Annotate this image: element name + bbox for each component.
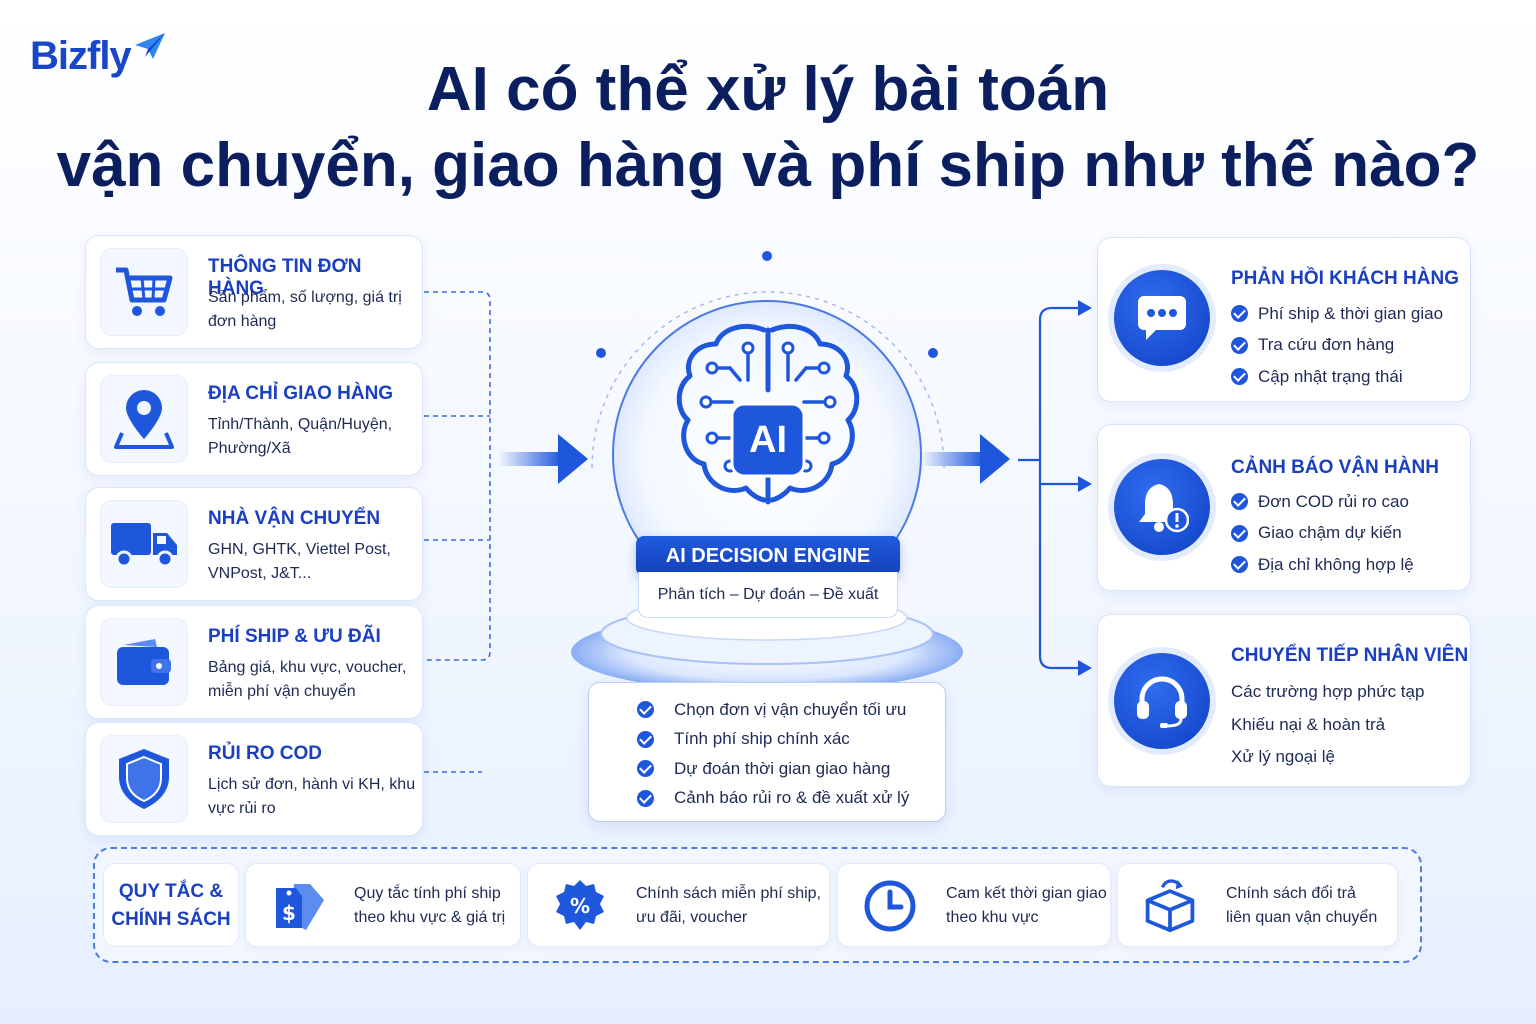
card-title: PHÍ SHIP & ƯU ĐÃI — [208, 626, 381, 647]
check-icon — [1231, 524, 1248, 542]
rule-item-returns[interactable]: Chính sách đổi trả liên quan vận chuyển — [1117, 863, 1398, 947]
rule-item-free-shipping[interactable]: % Chính sách miễn phí ship, ưu đãi, vouc… — [527, 863, 830, 947]
card-title: CHUYỂN TIẾP NHÂN VIÊN — [1231, 645, 1469, 666]
return-box-icon — [1142, 878, 1198, 934]
check-icon — [637, 789, 654, 807]
rule-text: Chính sách đổi trả liên quan vận chuyển — [1226, 885, 1378, 926]
title-line-1: AI có thể xử lý bài toán — [426, 55, 1110, 124]
output-card-staff-handoff[interactable]: CHUYỂN TIẾP NHÂN VIÊN Các trường hợp phứ… — [1097, 614, 1471, 787]
input-card-shipping-fees[interactable]: PHÍ SHIP & ƯU ĐÃI Bảng giá, khu vực, vou… — [85, 605, 423, 719]
location-pin-icon — [100, 375, 188, 463]
input-card-cod-risk[interactable]: RỦI RO COD Lịch sử đơn, hành vi KH, khu … — [85, 722, 423, 836]
check-icon — [1231, 305, 1248, 323]
list-item: Giao chậm dự kiến — [1231, 518, 1414, 550]
svg-text:$: $ — [282, 901, 296, 925]
card-description: Lịch sử đơn, hành vi KH, khu vực rủi ro — [208, 776, 416, 817]
rule-item-delivery-time[interactable]: Cam kết thời gian giao theo khu vực — [837, 863, 1111, 947]
card-list: Đơn COD rủi ro cao Giao chậm dự kiến Địa… — [1231, 486, 1414, 581]
card-title: RỦI RO COD — [208, 743, 322, 764]
price-tag-dollar-icon: $ — [270, 878, 326, 934]
list-item: Phí ship & thời gian giao — [1231, 298, 1443, 330]
svg-text:%: % — [570, 894, 590, 918]
bizfly-logo[interactable]: Bizfly — [30, 32, 167, 79]
check-icon — [637, 730, 654, 748]
title-line-2: vận chuyển, giao hàng và phí ship như th… — [56, 131, 1480, 200]
check-icon — [637, 760, 654, 778]
list-item: Tính phí ship chính xác — [637, 725, 945, 755]
card-title: CẢNH BÁO VẬN HÀNH — [1231, 457, 1439, 478]
rule-text: Cam kết thời gian giao theo khu vực — [946, 885, 1107, 926]
page-title: AI có thể xử lý bài toán vận chuyển, gia… — [0, 52, 1536, 204]
input-card-carriers[interactable]: NHÀ VẬN CHUYỂN GHN, GHTK, Viettel Post, … — [85, 487, 423, 601]
check-icon — [637, 701, 654, 719]
card-description: Tỉnh/Thành, Quận/Huyện, Phường/Xã — [208, 416, 393, 457]
input-card-order-info[interactable]: THÔNG TIN ĐƠN HÀNG Sản phẩm, số lượng, g… — [85, 235, 423, 349]
card-list: Phí ship & thời gian giao Tra cứu đơn hà… — [1231, 298, 1443, 393]
card-title: NHÀ VẬN CHUYỂN — [208, 508, 381, 529]
list-item: Các trường hợp phức tạp — [1231, 682, 1425, 702]
clock-icon — [862, 878, 918, 934]
card-description: GHN, GHTK, Viettel Post, VNPost, J&T... — [208, 541, 391, 582]
delivery-truck-icon — [100, 500, 188, 588]
rules-title: QUY TẮC & CHÍNH SÁCH — [103, 863, 239, 947]
engine-subtitle: Phân tích – Dự đoán – Đề xuất — [638, 572, 898, 618]
shopping-cart-icon — [100, 248, 188, 336]
ai-badge: AI — [749, 419, 787, 461]
check-icon — [1231, 336, 1248, 354]
list-item: Cảnh báo rủi ro & đề xuất xử lý — [637, 784, 945, 814]
bell-alert-icon — [1114, 459, 1210, 555]
engine-capabilities: Chọn đơn vị vận chuyển tối ưu Tính phí s… — [588, 682, 946, 822]
check-icon — [1231, 368, 1248, 386]
list-item: Khiếu nại & hoàn trả — [1231, 714, 1386, 734]
rule-text: Chính sách miễn phí ship, ưu đãi, vouche… — [636, 885, 821, 926]
headset-icon — [1114, 653, 1210, 749]
rule-item-shipping-fee[interactable]: $ Quy tắc tính phí ship theo khu vực & g… — [245, 863, 521, 947]
paper-plane-icon — [134, 32, 165, 59]
list-item: Đơn COD rủi ro cao — [1231, 486, 1414, 518]
ai-brain-icon — [676, 324, 860, 505]
list-item: Cập nhật trạng thái — [1231, 361, 1443, 393]
check-icon — [1231, 556, 1248, 574]
engine-label: AI DECISION ENGINE — [636, 536, 900, 576]
wallet-icon — [100, 618, 188, 706]
percent-badge-icon: % — [552, 878, 608, 934]
input-card-delivery-address[interactable]: ĐỊA CHỈ GIAO HÀNG Tỉnh/Thành, Quận/Huyện… — [85, 362, 423, 476]
output-card-operation-alerts[interactable]: CẢNH BÁO VẬN HÀNH Đơn COD rủi ro cao Gia… — [1097, 424, 1471, 591]
card-title: THÔNG TIN ĐƠN HÀNG — [208, 256, 362, 299]
card-title: ĐỊA CHỈ GIAO HÀNG — [208, 383, 394, 404]
rule-text: Quy tắc tính phí ship theo khu vực & giá… — [354, 885, 506, 926]
shield-icon — [100, 735, 188, 823]
list-item: Địa chỉ không hợp lệ — [1231, 549, 1414, 581]
card-title: PHẢN HỒI KHÁCH HÀNG — [1231, 268, 1459, 289]
list-item: Dự đoán thời gian giao hàng — [637, 754, 945, 784]
chat-bubble-icon — [1114, 270, 1210, 366]
list-item: Xử lý ngoại lệ — [1231, 747, 1335, 767]
card-description: Sản phẩm, số lượng, giá trị đơn hàng — [208, 289, 402, 330]
card-description: Bảng giá, khu vực, voucher, miễn phí vận… — [208, 659, 407, 700]
list-item: Chọn đơn vị vận chuyển tối ưu — [637, 695, 945, 725]
logo-text: Bizfly — [30, 34, 132, 78]
output-card-customer-response[interactable]: PHẢN HỒI KHÁCH HÀNG Phí ship & thời gian… — [1097, 237, 1471, 402]
card-list: Các trường hợp phức tạp Khiếu nại & hoàn… — [1231, 676, 1424, 774]
check-icon — [1231, 493, 1248, 511]
list-item: Tra cứu đơn hàng — [1231, 330, 1443, 362]
